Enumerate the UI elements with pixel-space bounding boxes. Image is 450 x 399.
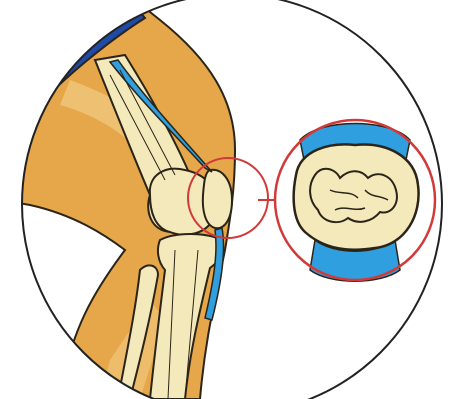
- leg-scene: [0, 0, 235, 399]
- patella-bone: [203, 170, 232, 228]
- magnified-view: [275, 120, 435, 281]
